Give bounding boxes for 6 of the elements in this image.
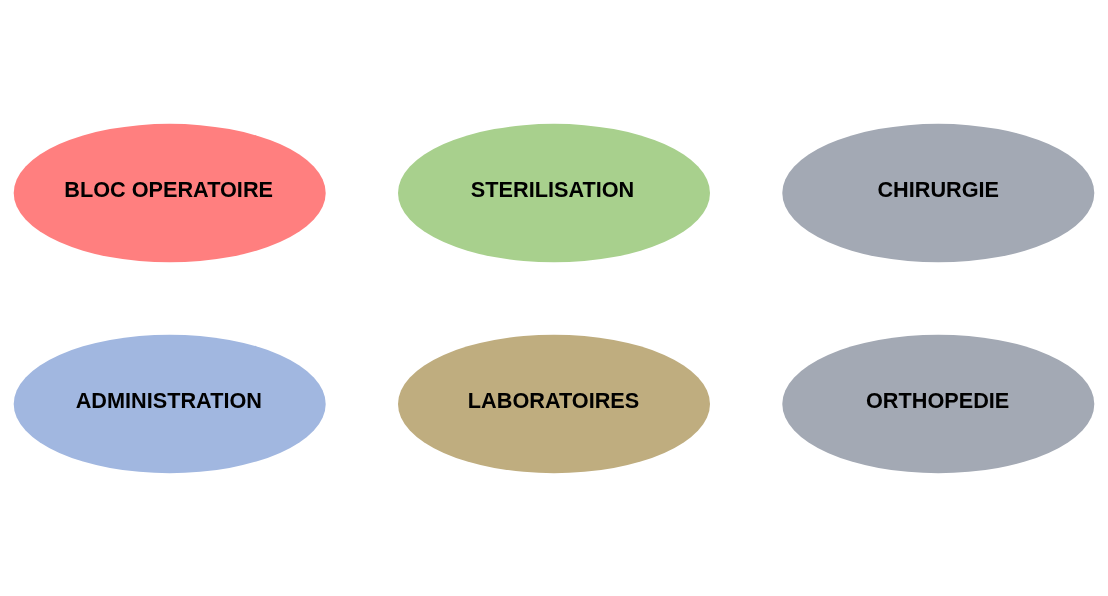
node-ellipse: LABORATOIRES [398,334,710,473]
node-ellipse: CHIRURGIE [782,123,1095,262]
node-ellipse: ADMINISTRATION [13,334,326,473]
node-ellipse: BLOC OPERATOIRE [13,123,326,262]
node-ellipse: ORTHOPEDIE [782,334,1095,473]
node-ellipse: STERILISATION [398,123,710,262]
